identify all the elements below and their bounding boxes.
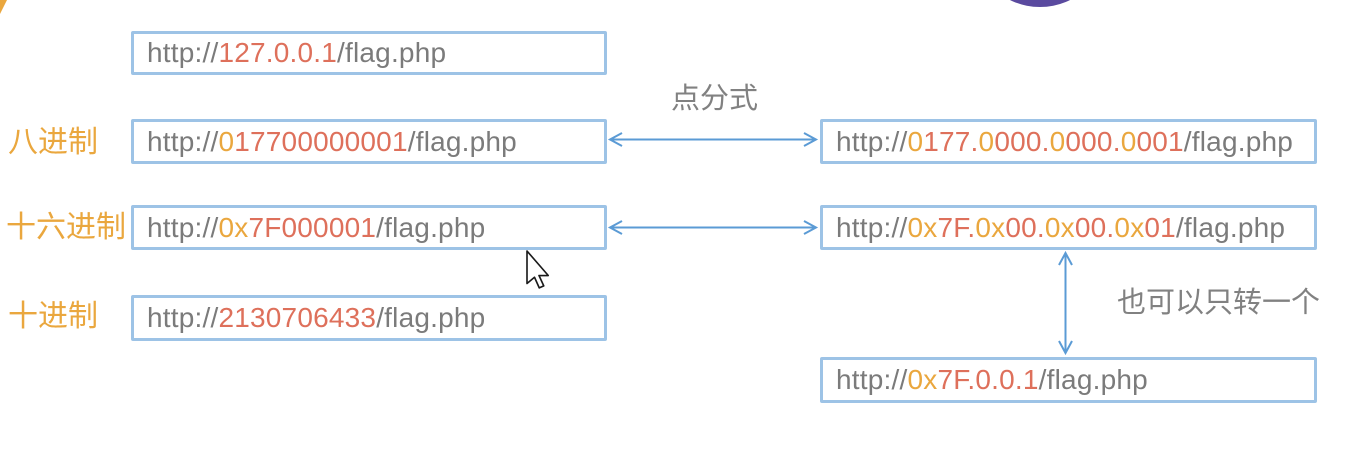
- double-arrow-hex-row: [607, 220, 819, 235]
- label-decimal: 十进制: [8, 300, 98, 333]
- label-dotted-format: 点分式: [671, 83, 759, 115]
- double-arrow-octal-row: [607, 132, 819, 147]
- purple-circle-decoration: [972, 0, 1108, 7]
- double-arrow-vertical: [1058, 250, 1073, 356]
- label-hexadecimal: 十六进制: [6, 211, 126, 244]
- corner-accent-shape: [0, 0, 7, 14]
- url-box-decimal: http://2130706433/flag.php: [131, 295, 607, 341]
- mouse-cursor: [526, 250, 550, 289]
- url-box-loopback: http://127.0.0.1/flag.php: [131, 31, 607, 75]
- label-convert-only-one: 也可以只转一个: [1117, 287, 1321, 319]
- label-octal: 八进制: [8, 126, 98, 159]
